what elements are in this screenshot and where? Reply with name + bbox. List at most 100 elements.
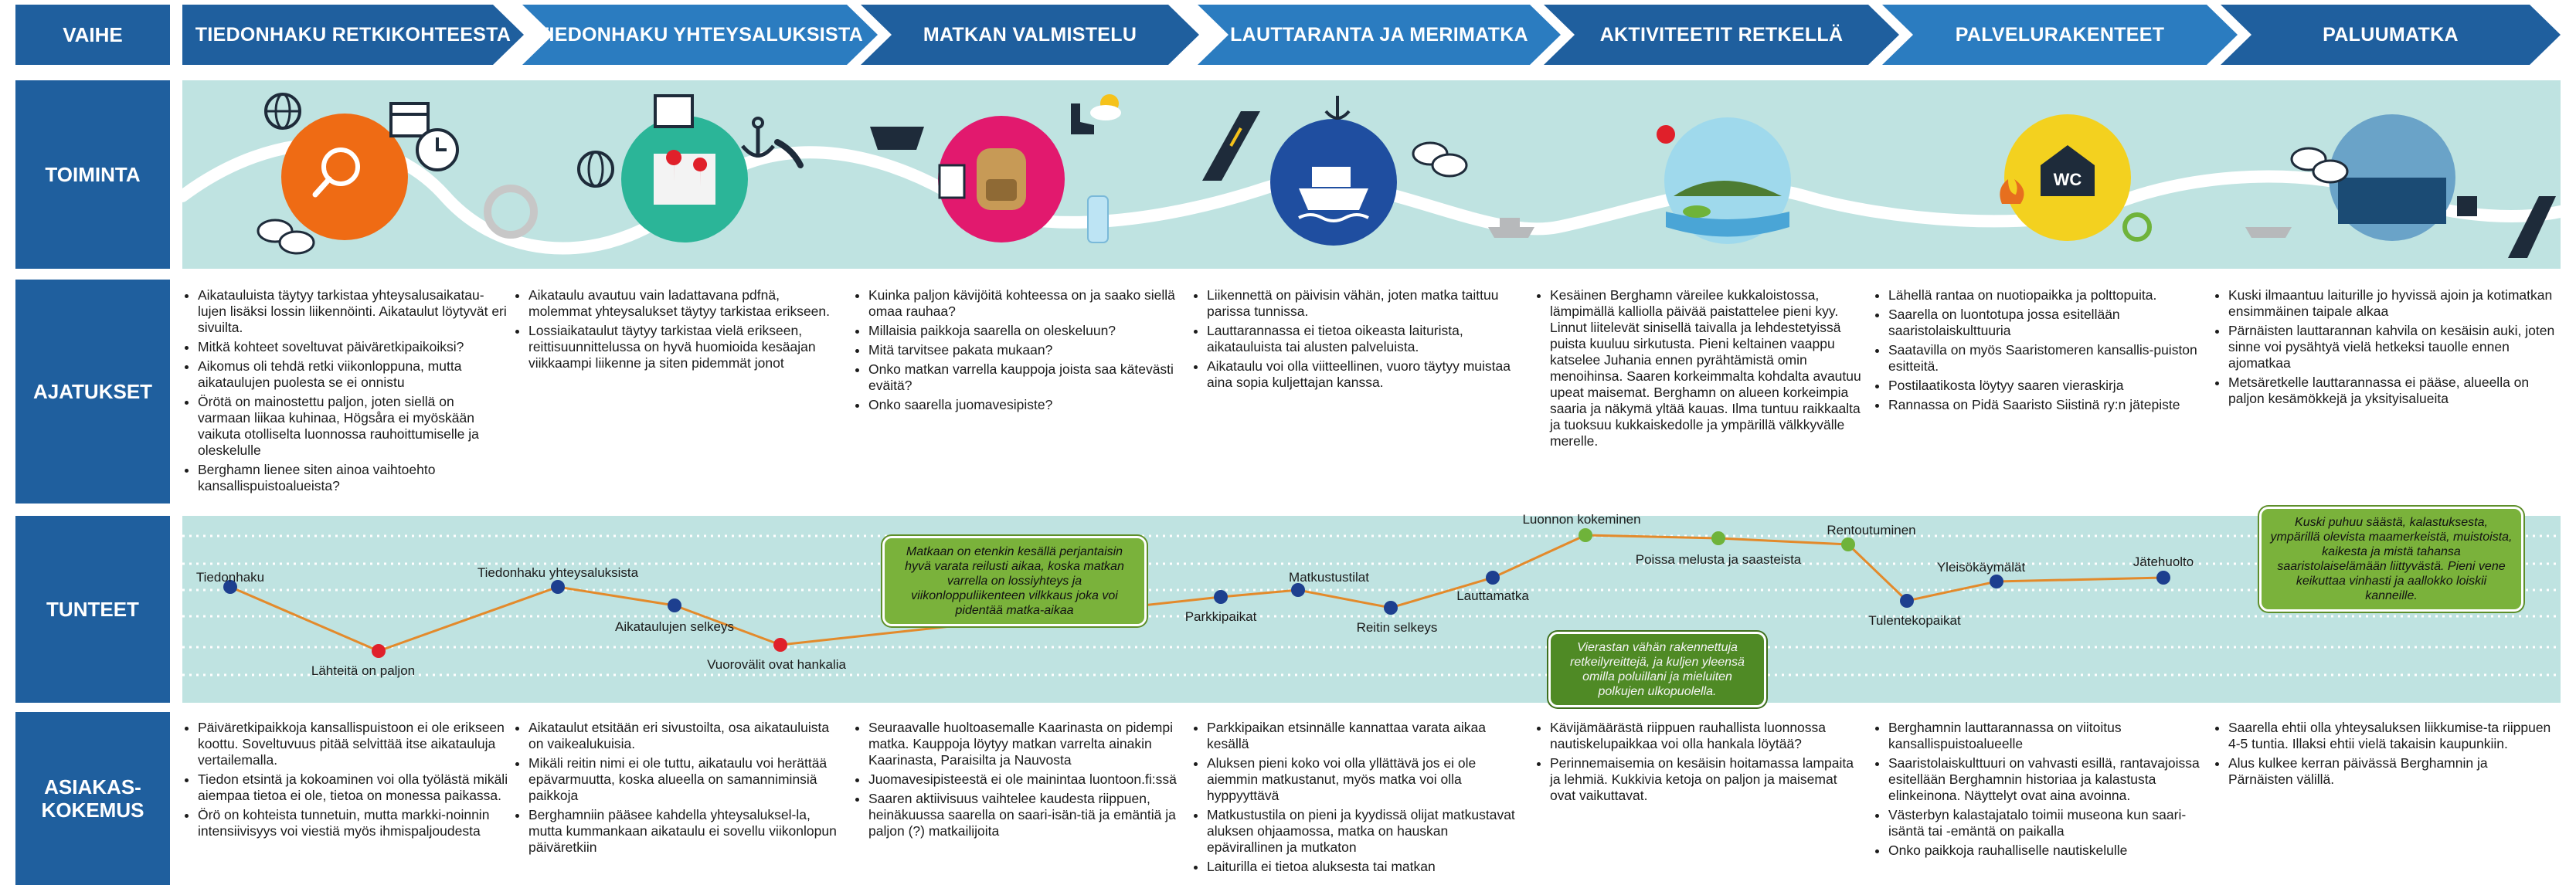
- emotion-label: Matkustustilat: [1289, 570, 1369, 585]
- asiakaskokemus-item: Tiedon etsintä ja kokoaminen voi olla ty…: [198, 771, 510, 804]
- ajatukset-item: Aikatauluista täytyy tarkistaa yhteysalu…: [198, 287, 510, 336]
- callout-vierastan: Vierastan vähän rakennettuja retkeilyrei…: [1548, 632, 1766, 707]
- emotion-label: Poissa melusta ja saasteista: [1635, 552, 1802, 567]
- emotion-label: Jätehuolto: [2133, 554, 2194, 569]
- checklist-icon: [938, 164, 966, 199]
- sun-cloud-icon: [1090, 94, 1121, 120]
- asiakaskokemus-item: Västerbyn kalastajatalo toimii museona k…: [1888, 807, 2208, 839]
- emotion-label: Tulentekopaikat: [1868, 613, 1961, 628]
- emotion-node: [372, 644, 386, 658]
- anchor-icon: [741, 117, 775, 158]
- calendar-icon: [389, 102, 430, 137]
- ajatukset-item: Kesäinen Berghamn väreilee kukkaloistoss…: [1550, 287, 1870, 449]
- ajatukset-item: Aikomus oli tehdä retki viikonloppuna, m…: [198, 358, 510, 391]
- ajatukset-item: Lähellä rantaa on nuotiopaikka ja poltto…: [1888, 287, 2208, 303]
- flower-icon: [1657, 125, 1675, 144]
- emotion-node: [1711, 531, 1725, 545]
- phase1-circle-icon: [281, 114, 408, 240]
- ajatukset-item: Onko matkan varrella kauppoja joista saa…: [868, 361, 1181, 394]
- row-label-asiakaskokemus: ASIAKAS- KOKEMUS: [15, 712, 170, 885]
- backpack-circle-icon: [938, 116, 1065, 242]
- ajatukset-item: Postilaatikosta löytyy saaren vieraskirj…: [1888, 378, 2208, 394]
- ajatukset-item: Berghamn lienee siten ainoa vaihtoehto k…: [198, 462, 510, 494]
- emotion-node: [1900, 594, 1914, 608]
- emotion-label: Aikataulujen selkeys: [614, 619, 735, 634]
- clock-icon: [416, 128, 459, 171]
- ajatukset-item: Lauttarannassa ei tietoa oikeasta laitur…: [1207, 323, 1527, 355]
- emotion-node: [1486, 571, 1500, 585]
- asiakaskokemus-item: Onko paikkoja rauhalliselle nautiskelull…: [1888, 843, 2208, 859]
- emotion-node: [1579, 528, 1592, 542]
- road-icon-2: [2508, 196, 2556, 258]
- row-label-ajatukset: AJATUKSET: [15, 280, 170, 504]
- sync-icon: [484, 185, 538, 239]
- asiakaskokemus-item: Saarella ehtii olla yhteysaluksen liikku…: [2228, 720, 2556, 752]
- boot-icon: [1071, 103, 1094, 134]
- emotion-node: [551, 580, 565, 594]
- chat-bubbles-icon-3: [2290, 147, 2349, 184]
- asiakaskokemus-item: Aluksen pieni koko voi olla yllättävä jo…: [1207, 755, 1527, 804]
- ajatukset-item: Rannassa on Pidä Saaristo Siistinä ry:n …: [1888, 397, 2208, 413]
- phase-paluumatka: PALUUMATKA: [2221, 5, 2561, 65]
- emotion-label: Tiedonhaku yhteysaluksista: [477, 565, 639, 580]
- recycle-icon: [2122, 212, 2152, 242]
- ajatukset-item: Örötä on mainostettu paljon, joten siell…: [198, 394, 510, 459]
- boat-icon-2: [2245, 227, 2292, 238]
- ajatukset-item: Mitä tarvitsee pakata mukaan?: [868, 342, 1181, 358]
- road-icon: [1202, 111, 1260, 181]
- chat-bubbles-icon: [257, 219, 315, 255]
- phase-tiedonhaku-yhteysaluksista: TIEDONHAKU YHTEYSALUKSISTA: [522, 5, 878, 65]
- phase-aktiviteetit-retkella: AKTIVITEETIT RETKELLÄ: [1544, 5, 1899, 65]
- emotion-node: [1384, 601, 1398, 615]
- phase-palvelurakenteet: PALVELURAKENTEET: [1882, 5, 2238, 65]
- ferry-circle-icon: [1270, 119, 1397, 246]
- asiakaskokemus-item: Matkustustila on pieni ja kyydissä olija…: [1207, 807, 1527, 856]
- emotion-node: [1841, 537, 1855, 551]
- callout-kuski: Kuski puhuu säästä, kalastuksesta, ympär…: [2259, 507, 2523, 612]
- calendar-icon-2: [654, 94, 694, 128]
- ajatukset-item: Onko saarella juomavesipiste?: [868, 397, 1181, 413]
- svg-text:WC: WC: [2054, 170, 2082, 189]
- map-circle-icon: [621, 116, 748, 242]
- phase-tiedonhaku-retkikohteesta: TIEDONHAKU RETKIKOHTEESTA: [182, 5, 524, 65]
- ajatukset-item: Liikennettä on päivisin vähän, joten mat…: [1207, 287, 1527, 320]
- phone-icon: [774, 139, 804, 168]
- asiakaskokemus-item: Berghamnin lauttarannassa on viitoitus k…: [1888, 720, 2208, 752]
- ajatukset-item: Mitkä kohteet soveltuvat päiväretkipaiko…: [198, 339, 510, 355]
- emotion-label: Vuorovälit ovat hankalia: [707, 657, 846, 672]
- emotion-label: Luonnon kokeminen: [1522, 512, 1641, 527]
- emotion-line: [229, 534, 2164, 653]
- mug-icon: [2457, 196, 2477, 216]
- emotion-node: [2156, 571, 2170, 585]
- ajatukset-item: Kuski ilmaantuu laiturille jo hyvissä aj…: [2228, 287, 2556, 320]
- emotion-node: [1214, 590, 1228, 604]
- asiakaskokemus-item: Berghamniin pääsee kahdella yhteysalukse…: [528, 807, 841, 856]
- leaf-icon: [1683, 205, 1711, 218]
- wc-circle-icon: WC: [2004, 114, 2131, 241]
- asiakaskokemus-item: Alus kulkee kerran päivässä Berghamnin j…: [2228, 755, 2556, 788]
- ajatukset-col-5: Kesäinen Berghamn väreilee kukkaloistoss…: [1538, 287, 1870, 453]
- sunset-photo-circle-icon: [2329, 114, 2455, 241]
- callout-matkaan: Matkaan on etenkin kesällä perjantaisin …: [882, 536, 1147, 626]
- emotion-label: Rentoutuminen: [1827, 523, 1916, 537]
- tunteet-band: [182, 516, 2561, 703]
- emotion-label: Parkkipaikat: [1184, 609, 1257, 624]
- emotion-node: [773, 638, 787, 652]
- asiakaskokemus-item: Päiväretkipaikkoja kansallispuistoon ei …: [198, 720, 510, 768]
- row-label-toiminta: TOIMINTA: [15, 80, 170, 269]
- ajatukset-item: Saatavilla on myös Saaristomeren kansall…: [1888, 342, 2208, 375]
- asiakaskokemus-col-1: Päiväretkipaikkoja kansallispuistoon ei …: [185, 720, 510, 843]
- asiakaskokemus-item: Aikataulut etsitään eri sivustoilta, osa…: [528, 720, 841, 752]
- toiminta-illustrations: WC: [182, 93, 2561, 258]
- emotion-label: Yleisökäymälät: [1936, 560, 2026, 575]
- emotion-label: Lähteitä on paljon: [311, 663, 416, 678]
- boat-icon: [1488, 218, 1534, 238]
- ajatukset-item: Aikataulu voi olla viitteellinen, vuoro …: [1207, 358, 1527, 391]
- globe-icon: [264, 93, 301, 130]
- asiakaskokemus-col-6: Berghamnin lauttarannassa on viitoitus k…: [1876, 720, 2208, 862]
- ajatukset-col-1: Aikatauluista täytyy tarkistaa yhteysalu…: [185, 287, 510, 497]
- emotion-label: Tiedonhaku: [195, 570, 265, 585]
- row-label-vaihe: VAIHE: [15, 5, 170, 65]
- asiakaskokemus-item: Seuraavalle huoltoasemalle Kaarinasta on…: [868, 720, 1181, 768]
